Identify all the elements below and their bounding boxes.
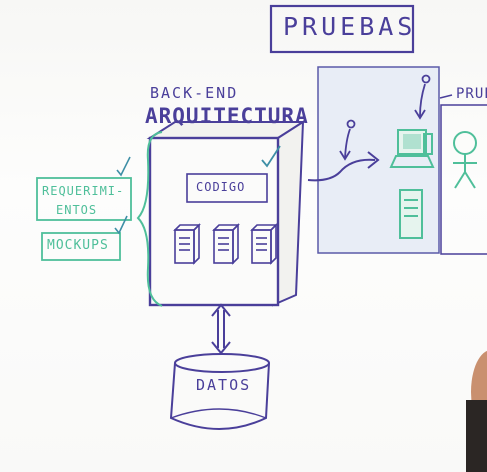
architecture-box <box>146 120 307 307</box>
requerimientos-label-line2: ENTOS <box>56 203 98 217</box>
flow-arrow-head <box>367 151 380 169</box>
computer-icon <box>389 129 435 168</box>
requerimientos-label-line1: REQUERIMI- <box>42 184 125 198</box>
codigo-box <box>186 173 268 203</box>
pruebas-title: PRUEBAS <box>283 12 417 41</box>
pointer-arrow <box>339 119 356 161</box>
arquitectura-label: ARQUITECTURA <box>145 104 309 128</box>
mockups-box <box>41 232 121 261</box>
server-icon <box>250 223 278 265</box>
pruebas-cut-label: PRUE <box>456 86 487 102</box>
flow-arrow <box>307 158 376 182</box>
pruebas-title-box <box>269 4 415 54</box>
database-cylinder <box>169 353 270 430</box>
brace <box>136 131 163 307</box>
check-icon <box>114 215 128 235</box>
partial-box <box>440 104 487 255</box>
mockups-label: MOCKUPS <box>47 238 109 253</box>
presenter-figure <box>466 350 487 472</box>
server-tower-icon <box>399 189 423 239</box>
datos-label: DATOS <box>196 376 252 394</box>
check-icon <box>116 156 131 177</box>
codigo-label: CODIGO <box>196 180 246 194</box>
pointer-arrow <box>414 74 431 120</box>
double-arrow <box>211 303 231 355</box>
check-icon <box>261 145 281 168</box>
person-icon <box>453 131 477 189</box>
server-icon <box>173 223 201 265</box>
server-icon <box>212 223 240 265</box>
backend-label: BACK-END <box>150 84 239 102</box>
partial-arrow <box>439 94 453 99</box>
requerimientos-box <box>36 177 132 221</box>
